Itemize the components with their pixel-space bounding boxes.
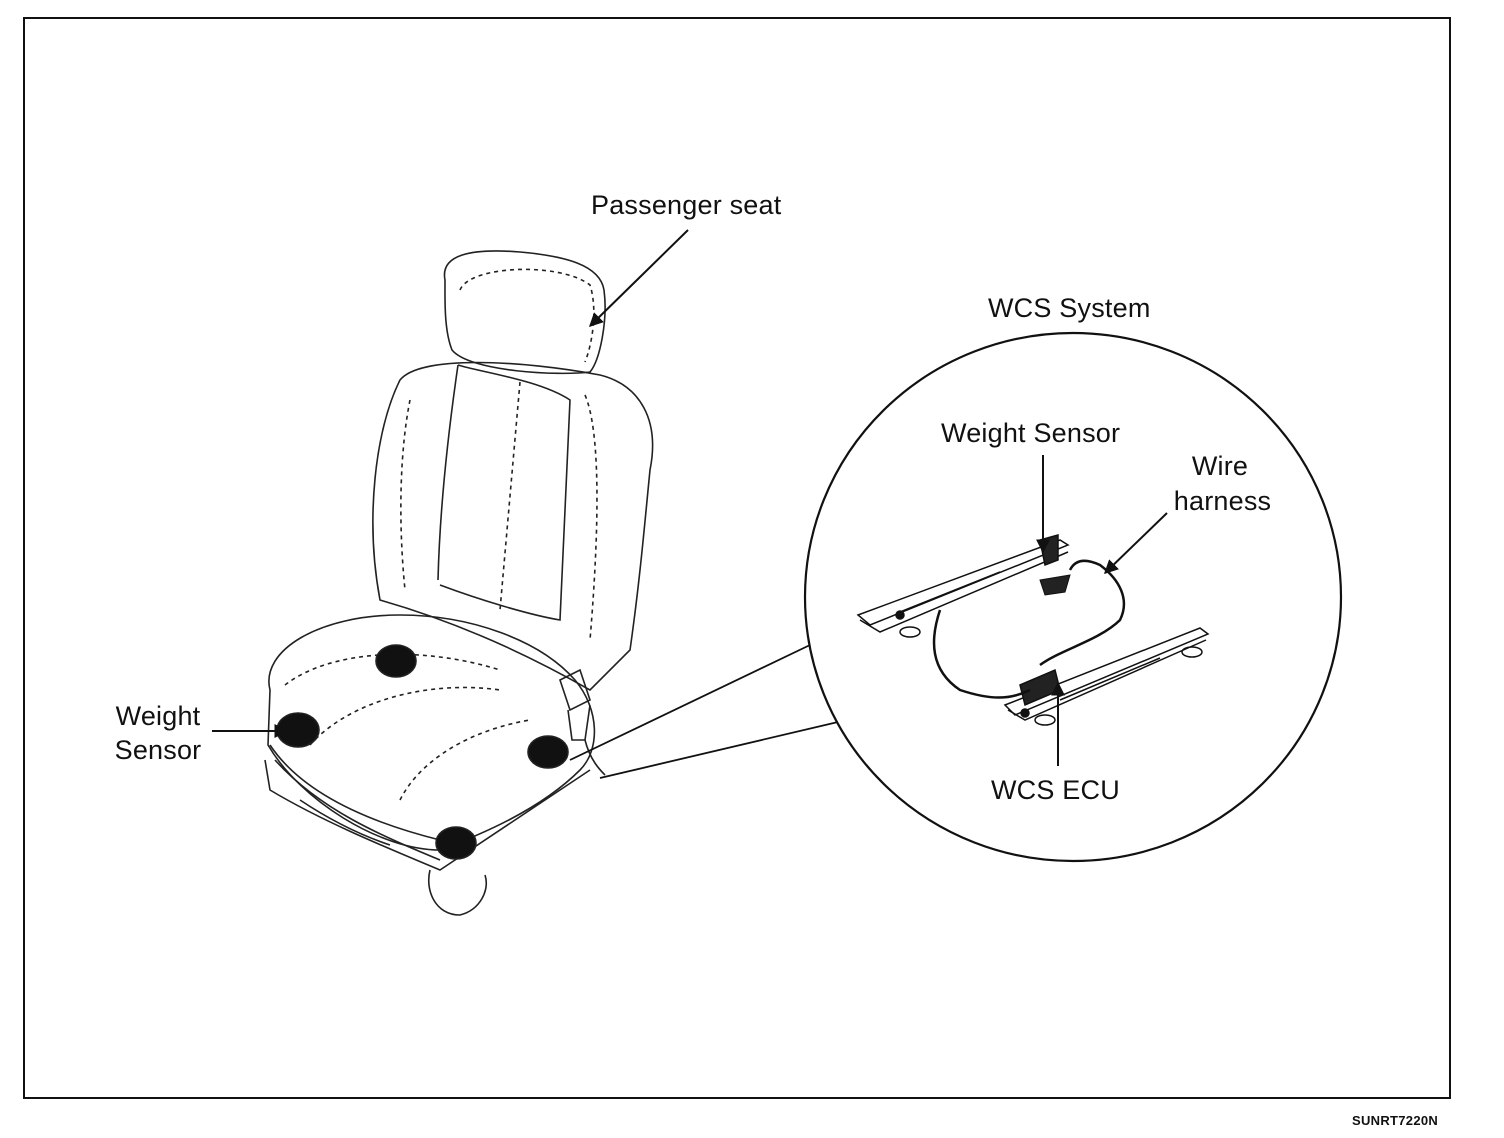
label-weight-sensor-inset: Weight Sensor xyxy=(941,418,1121,448)
arrow-wire-harness xyxy=(1103,512,1168,574)
diagram-frame xyxy=(23,17,1451,1099)
backrest xyxy=(372,361,654,691)
label-wire: Wire xyxy=(1191,451,1249,481)
label-passenger-seat: Passenger seat xyxy=(591,190,782,220)
passenger-seat-drawing xyxy=(264,250,654,916)
zoom-lines xyxy=(569,644,839,779)
label-sensor: Sensor xyxy=(114,735,202,765)
label-weight: Weight xyxy=(115,701,201,731)
label-harness: harness xyxy=(1173,486,1272,516)
arrow-passenger-seat xyxy=(588,229,689,327)
label-wcs-system: WCS System xyxy=(988,293,1151,323)
seat-cushion xyxy=(267,614,596,851)
figure-code: SUNRT7220N xyxy=(1352,1113,1439,1128)
headrest xyxy=(443,250,606,375)
label-wcs-ecu: WCS ECU xyxy=(991,775,1120,805)
wcs-inset-circle xyxy=(803,331,1343,863)
